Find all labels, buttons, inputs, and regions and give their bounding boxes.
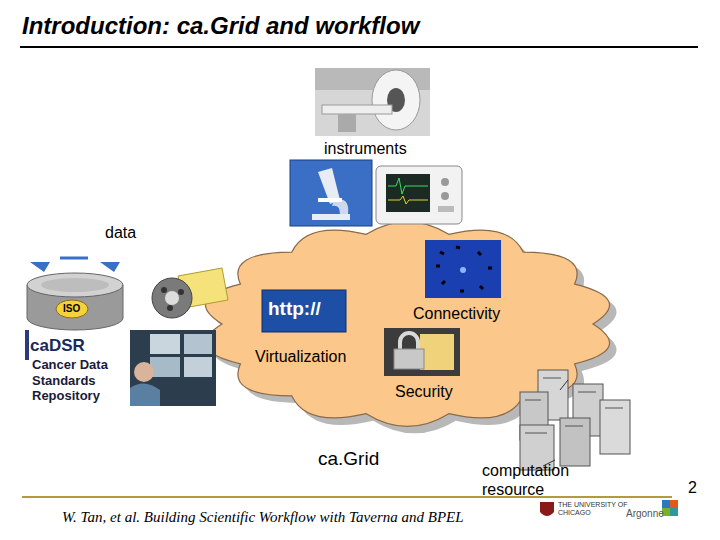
service-label: Connectivity <box>413 305 500 323</box>
argonne-logo <box>662 500 678 516</box>
logo-text: Argonne <box>626 508 664 520</box>
logo-text: http:// <box>268 298 321 321</box>
clinician-photo <box>130 330 216 406</box>
logo-text: ISO <box>63 303 80 315</box>
section-label: instruments <box>324 139 407 158</box>
logo-text: Cancer Data Standards Repository <box>32 357 144 404</box>
section-label: data <box>105 223 136 242</box>
page-number: 2 <box>688 478 697 497</box>
section-label: computation resource <box>482 461 612 499</box>
monitor-device <box>376 166 462 224</box>
service-label: Security <box>395 383 453 401</box>
chicago-logo <box>540 502 554 516</box>
microscope-picture <box>290 160 372 226</box>
scanner-photo <box>315 68 430 136</box>
citation-caption: W. Tan, et al. Building Scientific Workf… <box>62 508 464 526</box>
logo-text: THE UNIVERSITY OF CHICAGO <box>558 501 630 518</box>
title-rule <box>20 46 698 48</box>
cloud-outline <box>200 212 615 452</box>
cloud-shape <box>205 222 609 427</box>
footer-rule <box>22 496 672 498</box>
grid-cloud: ConnectivityVirtualizationSecurityca.Gri… <box>200 212 615 452</box>
cloud-title: ca.Grid <box>318 448 379 470</box>
logo-text: caDSR <box>30 336 85 356</box>
repository-drum <box>25 258 123 360</box>
service-label: Virtualization <box>255 348 346 366</box>
slide-title: Introduction: ca.Grid and workflow <box>22 12 419 41</box>
